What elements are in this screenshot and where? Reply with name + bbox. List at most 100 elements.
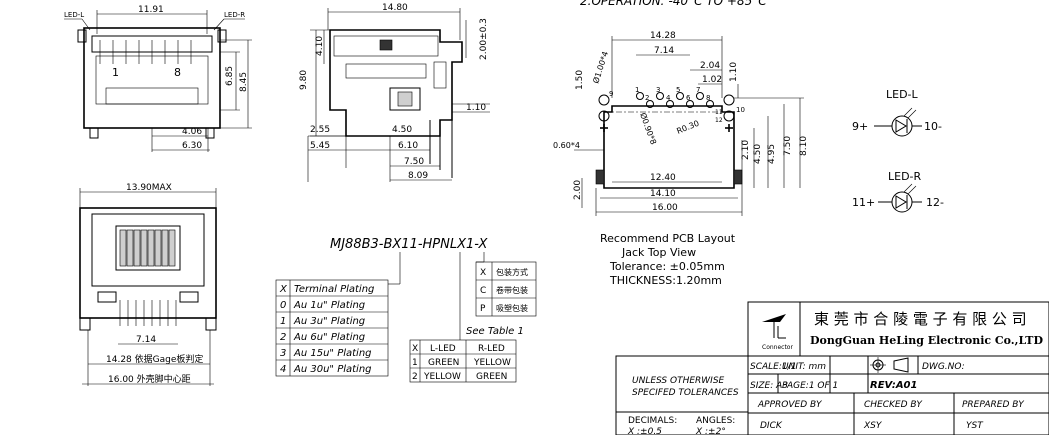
side-view: 14.80 2.00±0.3 4.10 9.80 1.10 2.55 4.50 … xyxy=(299,3,490,182)
tb-page: PAGE:1 OF 1 xyxy=(782,381,838,391)
tb-rev: REV:A01 xyxy=(870,380,917,391)
tb-unit: UNIT: mm xyxy=(782,362,826,372)
tb-dwg-no: DWG.NO: xyxy=(922,362,965,372)
pcb-dim-450: 4.50 xyxy=(753,144,763,164)
pack-row0-desc: 包装方式 xyxy=(496,267,528,277)
led-table-h2: R-LED xyxy=(478,344,505,354)
bottom-dim-1600: 16.00 外壳脚中心距 xyxy=(108,373,191,385)
plating-row5-desc: Au 30u" Plating xyxy=(293,364,372,375)
logo-text: Connector xyxy=(762,344,793,351)
pack-row0-code: X xyxy=(480,268,486,278)
side-dim-545: 5.45 xyxy=(310,141,330,151)
led-table-r1c2: GREEN xyxy=(476,372,507,382)
led-table-r0c1: GREEN xyxy=(428,358,459,368)
plating-row1-code: 0 xyxy=(280,300,286,311)
side-dim-809: 8.09 xyxy=(408,171,428,181)
led-table-h0: X xyxy=(412,344,418,354)
side-dim-750: 7.50 xyxy=(404,157,424,167)
bottom-dim-1428: 14.28 依据Gage板判定 xyxy=(106,353,203,365)
tol-x: X :±0.5 xyxy=(627,427,662,435)
pcb-dim-810: 8.10 xyxy=(799,136,809,156)
tb-checked: CHECKED BY xyxy=(864,400,923,410)
front-dim-630: 6.30 xyxy=(182,141,202,151)
plating-row5-code: 4 xyxy=(280,364,286,375)
side-dim-410: 4.10 xyxy=(315,36,325,56)
pcb-dim-060: 0.60*4 xyxy=(553,141,580,150)
pack-row1-desc: 卷带包装 xyxy=(496,285,528,295)
side-dim-610: 6.10 xyxy=(398,141,418,151)
pcb-hole-dia2: Ø0.90*8 xyxy=(638,111,659,146)
front-pin-last: 8 xyxy=(174,66,181,79)
pcb-pin-6: 6 xyxy=(686,94,691,102)
pcb-pin-12: 12 xyxy=(715,117,723,124)
pcb-pin-2: 2 xyxy=(645,94,649,102)
pcb-radius: R0.30 xyxy=(675,119,700,136)
pcb-dim-110: 1.10 xyxy=(729,62,739,82)
side-dim-200: 2.00±0.3 xyxy=(479,18,489,60)
plating-row2-desc: Au 3u" Plating xyxy=(293,316,365,327)
pcb-dim-1600: 16.00 xyxy=(652,203,678,213)
company-name-en: DongGuan HeLing Electronic Co.,LTD xyxy=(810,334,1043,347)
tb-scale: SCALE:1/1 xyxy=(750,362,796,372)
pcb-dim-1410: 14.10 xyxy=(650,189,676,199)
tol-specified: SPECIFED TOLERANCES xyxy=(632,388,739,398)
part-number: MJ88B3-BX11-HPNLX1-X xyxy=(330,237,489,252)
bottom-dim-714: 7.14 xyxy=(136,335,156,345)
led-table-r1c1: YELLOW xyxy=(423,372,461,382)
plating-row3-desc: Au 6u" Plating xyxy=(293,332,365,343)
led-table-r0c0: 1 xyxy=(412,358,418,368)
company-logo: Connector xyxy=(762,314,793,351)
tol-decimals: DECIMALS: xyxy=(628,416,677,426)
schem-led-r-cathode: 12- xyxy=(926,196,944,209)
tb-checked-name: XSY xyxy=(863,421,883,431)
pack-row1-code: C xyxy=(480,286,486,296)
plating-row4-desc: Au 15u" Plating xyxy=(293,348,372,359)
projection-symbol xyxy=(870,357,909,373)
front-dim-845: 8.45 xyxy=(239,72,249,92)
tb-approved: APPROVED BY xyxy=(757,400,823,410)
front-pin-first: 1 xyxy=(112,66,119,79)
pcb-layout: 14.28 7.14 2.04 1.02 1.10 1.50 Ø1.00*4 9… xyxy=(553,31,809,287)
pcb-dim-150: 1.50 xyxy=(575,70,585,90)
operation-note: 2.OPERATION: -40°C TO +85°C xyxy=(580,0,767,8)
pcb-caption-2: Jack Top View xyxy=(621,246,696,259)
led-table-r1c0: 2 xyxy=(412,372,418,382)
pcb-dim-204: 2.04 xyxy=(700,61,720,71)
side-dim-980: 9.80 xyxy=(299,70,309,90)
pcb-dim-1240: 12.40 xyxy=(650,173,676,183)
schem-led-l-anode: 9+ xyxy=(852,120,868,133)
pack-row2-code: P xyxy=(480,304,486,314)
led-schematic: LED-L 9+ 10- LED-R 11+ 12- xyxy=(852,88,944,213)
pcb-dim-495: 4.95 xyxy=(767,144,777,164)
pcb-dim-210: 2.10 xyxy=(741,140,751,160)
led-table-title: See Table 1 xyxy=(466,326,524,337)
tb-prepared-name: YST xyxy=(966,421,984,431)
pcb-pin-11: 11 xyxy=(715,109,723,116)
schem-led-r-anode: 11+ xyxy=(852,196,875,209)
pcb-pin-9: 9 xyxy=(609,90,613,98)
tb-size: SIZE: A3 xyxy=(750,381,788,391)
pcb-pin-1: 1 xyxy=(635,86,639,94)
pcb-pin-7: 7 xyxy=(696,86,700,94)
pcb-pin-5: 5 xyxy=(676,86,680,94)
tol-angles: ANGLES: xyxy=(696,416,735,426)
tol-angle-x: X :±2° xyxy=(695,427,726,435)
led-table-r0c2: YELLOW xyxy=(473,358,511,368)
front-dim-685: 6.85 xyxy=(225,66,235,86)
front-view: LED-L LED-R 11.91 1 8 6.85 8.45 xyxy=(64,5,252,152)
plating-row3-code: 2 xyxy=(280,332,286,343)
plating-row0-code: X xyxy=(279,284,288,295)
plating-row4-code: 3 xyxy=(280,348,286,359)
company-name-cn: 東 莞 市 合 陵 電 子 有 限 公 司 xyxy=(814,310,1027,328)
bottom-view: 13.90MAX 7.14 14.28 依据Gage板判定 16.00 外壳脚中… xyxy=(79,183,217,386)
pcb-dim-750: 7.50 xyxy=(783,136,793,156)
side-dim-450: 4.50 xyxy=(392,125,412,135)
title-block: Connector 東 莞 市 合 陵 電 子 有 限 公 司 DongGuan… xyxy=(615,301,1049,435)
pcb-pin-4: 4 xyxy=(666,94,671,102)
front-width-dim: 11.91 xyxy=(138,5,164,15)
side-dim-255: 2.55 xyxy=(310,125,330,135)
tb-prepared: PREPARED BY xyxy=(962,400,1025,410)
tb-approved-name: DICK xyxy=(760,421,783,431)
side-dim-110: 1.10 xyxy=(466,103,486,113)
